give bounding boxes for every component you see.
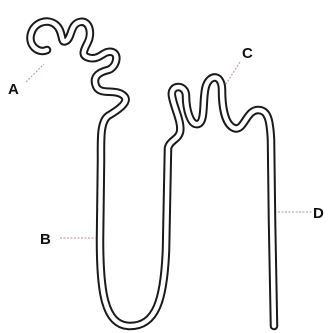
leader-line-a: [26, 64, 44, 82]
label-d-group: D: [278, 205, 324, 222]
label-d: D: [313, 205, 324, 222]
label-a: A: [8, 81, 19, 98]
leader-line-c: [226, 62, 240, 84]
label-a-group: A: [8, 64, 44, 98]
label-b-group: B: [40, 231, 96, 248]
tubule-outline: [30, 22, 274, 326]
tubule-lumen: [30, 22, 274, 326]
renal-tubule: [30, 22, 274, 326]
label-c: C: [242, 45, 253, 62]
label-b: B: [40, 231, 51, 248]
label-c-group: C: [226, 45, 253, 84]
